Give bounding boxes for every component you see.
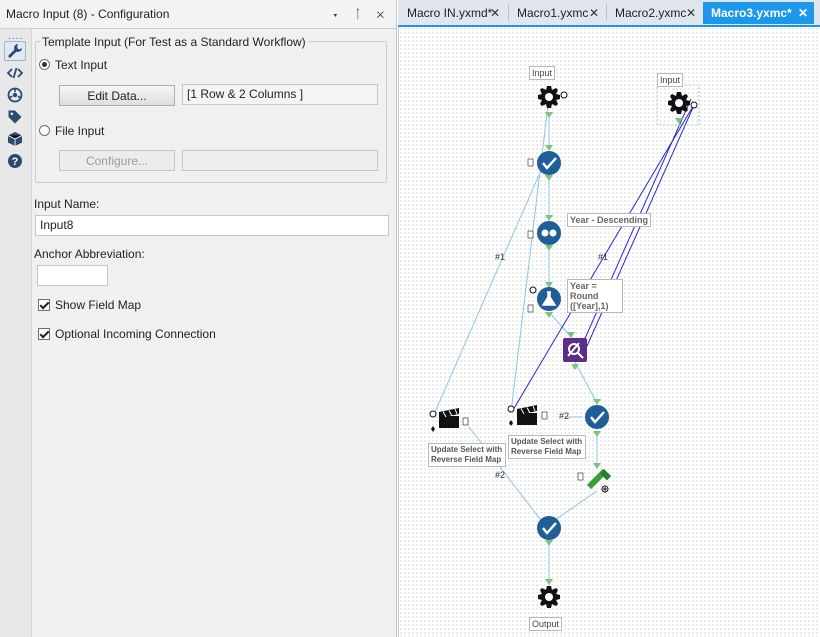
configure-button[interactable]: Configure... xyxy=(59,150,175,171)
sort-tool-label: Year - Descending xyxy=(567,213,652,227)
template-input-group: Template Input (For Test as a Standard W… xyxy=(35,35,387,183)
action-tool-icon[interactable] xyxy=(429,408,469,432)
connection xyxy=(434,174,540,413)
edit-data-button[interactable]: Edit Data... xyxy=(59,85,175,106)
panel-title-bar: Macro Input (8) - Configuration ▾ ᛙ ✕ xyxy=(0,0,396,29)
connection xyxy=(548,490,598,525)
input-name-field[interactable]: Input8 xyxy=(35,215,389,236)
close-icon[interactable]: ✕ xyxy=(685,6,696,20)
input-tool-label: Input xyxy=(657,73,684,87)
tab-macro-in[interactable]: Macro IN.yxmd*✕ xyxy=(399,2,506,24)
input-name-label: Input Name: xyxy=(34,197,100,211)
tab-separator xyxy=(606,4,607,21)
optional-incoming-checkbox[interactable] xyxy=(38,328,50,340)
panel-title: Macro Input (8) - Configuration xyxy=(6,7,170,21)
select-tool-icon[interactable] xyxy=(537,516,561,540)
configuration-panel: Macro Input (8) - Configuration ▾ ᛙ ✕ ..… xyxy=(0,0,397,637)
help-icon[interactable]: ? xyxy=(4,151,26,171)
sort-tool-icon[interactable] xyxy=(527,221,561,245)
connection xyxy=(574,361,598,404)
panel-window-buttons[interactable]: ▾ ᛙ ✕ xyxy=(331,7,390,21)
interface-icon[interactable] xyxy=(4,85,26,105)
tab-macro1[interactable]: Macro1.yxmc✕ xyxy=(509,2,605,24)
connection xyxy=(548,311,572,338)
workflow-canvas[interactable]: Input Input Year - Descending Year = Rou… xyxy=(398,27,819,637)
text-input-label: Text Input xyxy=(55,58,108,72)
anchor-abbreviation-field[interactable] xyxy=(37,265,108,286)
tab-macro3[interactable]: Macro3.yxmc* ✕ xyxy=(703,2,814,24)
connection-label: #1 xyxy=(495,252,506,262)
connection-label: #2 xyxy=(559,411,570,421)
append-tool-icon[interactable] xyxy=(577,468,612,493)
file-path-field[interactable] xyxy=(182,150,378,171)
macro-input-gear-icon[interactable] xyxy=(668,92,698,114)
formula-tool-label: Year = Round ([Year],1) xyxy=(567,279,623,313)
data-summary-field: [1 Row & 2 Columns ] xyxy=(182,84,378,105)
anchor-abbreviation-label: Anchor Abbreviation: xyxy=(34,247,145,261)
optional-incoming-label: Optional Incoming Connection xyxy=(55,327,216,341)
config-form: Template Input (For Test as a Standard W… xyxy=(31,29,396,637)
control-connection xyxy=(512,102,696,411)
formula-tool-icon[interactable] xyxy=(527,286,561,313)
tab-label: Macro IN.yxmd* xyxy=(407,6,493,20)
output-tool-label: Output xyxy=(529,617,563,631)
show-field-map-label: Show Field Map xyxy=(55,298,142,312)
document-tabs: Macro IN.yxmd*✕ Macro1.yxmc✕ Macro2.yxmc… xyxy=(398,0,820,27)
show-field-map-checkbox[interactable] xyxy=(38,299,50,311)
template-input-group-title: Template Input (For Test as a Standard W… xyxy=(40,35,308,49)
tool-strip-grip: .... xyxy=(8,31,24,42)
tab-separator xyxy=(508,4,509,21)
macro-output-gear-icon[interactable] xyxy=(538,586,560,608)
tab-label: Macro3.yxmc* xyxy=(711,6,792,20)
connection-label: #2 xyxy=(495,470,506,480)
action-tool-label: Update Select with Reverse Field Map xyxy=(428,443,506,467)
control-connection xyxy=(582,102,696,356)
close-icon[interactable]: ✕ xyxy=(489,6,500,20)
xml-icon[interactable] xyxy=(4,63,26,83)
file-input-radio[interactable] xyxy=(39,125,50,136)
tab-label: Macro2.yxmc xyxy=(615,6,687,20)
macro-input-gear-icon[interactable] xyxy=(538,86,568,108)
file-input-label: File Input xyxy=(55,124,105,138)
package-icon[interactable] xyxy=(4,129,26,149)
tab-label: Macro1.yxmc xyxy=(517,6,589,20)
tab-macro2[interactable]: Macro2.yxmc✕ xyxy=(607,2,702,24)
connection-label: #1 xyxy=(598,252,609,262)
tag-icon[interactable] xyxy=(4,107,26,127)
wrench-icon[interactable] xyxy=(4,41,26,61)
action-tool-icon[interactable] xyxy=(507,405,548,426)
action-tool-label: Update Select with Reverse Field Map xyxy=(508,435,586,459)
config-tool-strip: .... ? xyxy=(0,29,32,637)
text-input-radio[interactable] xyxy=(39,59,50,70)
close-icon[interactable]: ✕ xyxy=(588,6,599,20)
connection xyxy=(510,96,550,413)
select-tool-icon[interactable] xyxy=(585,405,609,429)
svg-text:?: ? xyxy=(12,156,19,168)
select-tool-icon[interactable] xyxy=(527,151,561,175)
workflow-connections xyxy=(429,84,700,608)
close-icon[interactable]: ✕ xyxy=(797,6,808,20)
input-tool-label: Input xyxy=(529,66,556,80)
dynamic-replace-tool-icon[interactable] xyxy=(563,338,587,362)
